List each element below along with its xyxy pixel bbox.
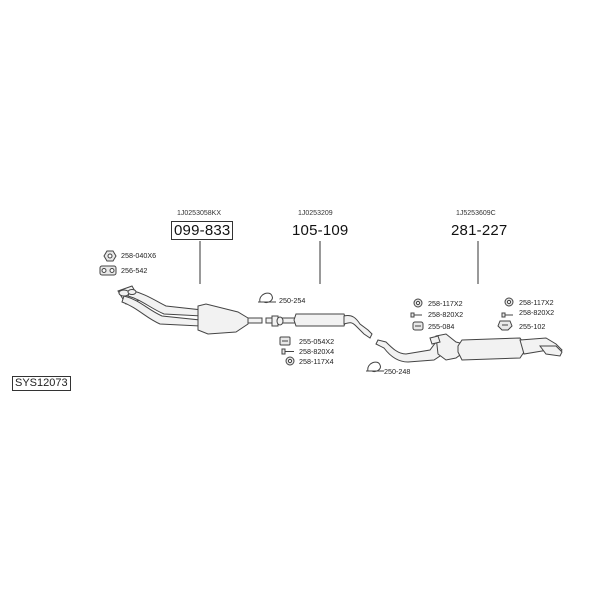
oem-number: 1J5253609C (456, 210, 496, 217)
bolt-icon (501, 312, 513, 318)
catalytic-converter-pipe (117, 285, 263, 335)
part-number[interactable]: 105-109 (292, 222, 349, 239)
part-label[interactable]: 258-820X2 (428, 310, 464, 319)
hanger-icon (497, 320, 513, 331)
oem-number: 1J0253209 (298, 210, 333, 217)
part-label[interactable]: 256-542 (121, 266, 148, 275)
middle-silencer-pipe (265, 313, 373, 339)
part-label[interactable]: 255-084 (428, 322, 455, 331)
part-number[interactable]: 099-833 (171, 221, 234, 240)
part-number[interactable]: 281-227 (451, 222, 508, 239)
clamp-icon (366, 361, 384, 372)
part-label[interactable]: 250-248 (384, 367, 411, 376)
oem-number: 1J0253058KX (177, 210, 221, 217)
part-label[interactable]: 250-254 (279, 296, 306, 305)
hanger-icon (412, 321, 424, 331)
clamp-icon (258, 292, 276, 303)
gasket-icon (99, 265, 117, 276)
bracket-icon (279, 336, 291, 346)
part-label[interactable]: 258-117X4 (299, 357, 334, 366)
part-label[interactable]: 258-117X2 (519, 298, 554, 307)
nut-hole (107, 253, 113, 259)
part-label[interactable]: 258-040X6 (121, 251, 157, 260)
part-label[interactable]: 255-102 (519, 322, 546, 331)
bolt-icon (281, 348, 294, 355)
bolt-icon (410, 312, 422, 318)
part-label[interactable]: 258-117X2 (428, 299, 463, 308)
part-label[interactable]: 258-820X2 (519, 308, 555, 317)
part-label[interactable]: 255-054X2 (299, 337, 335, 346)
system-code: SYS12073 (12, 376, 71, 391)
rear-silencer-pipe (375, 333, 563, 363)
part-label[interactable]: 258-820X4 (299, 347, 335, 356)
